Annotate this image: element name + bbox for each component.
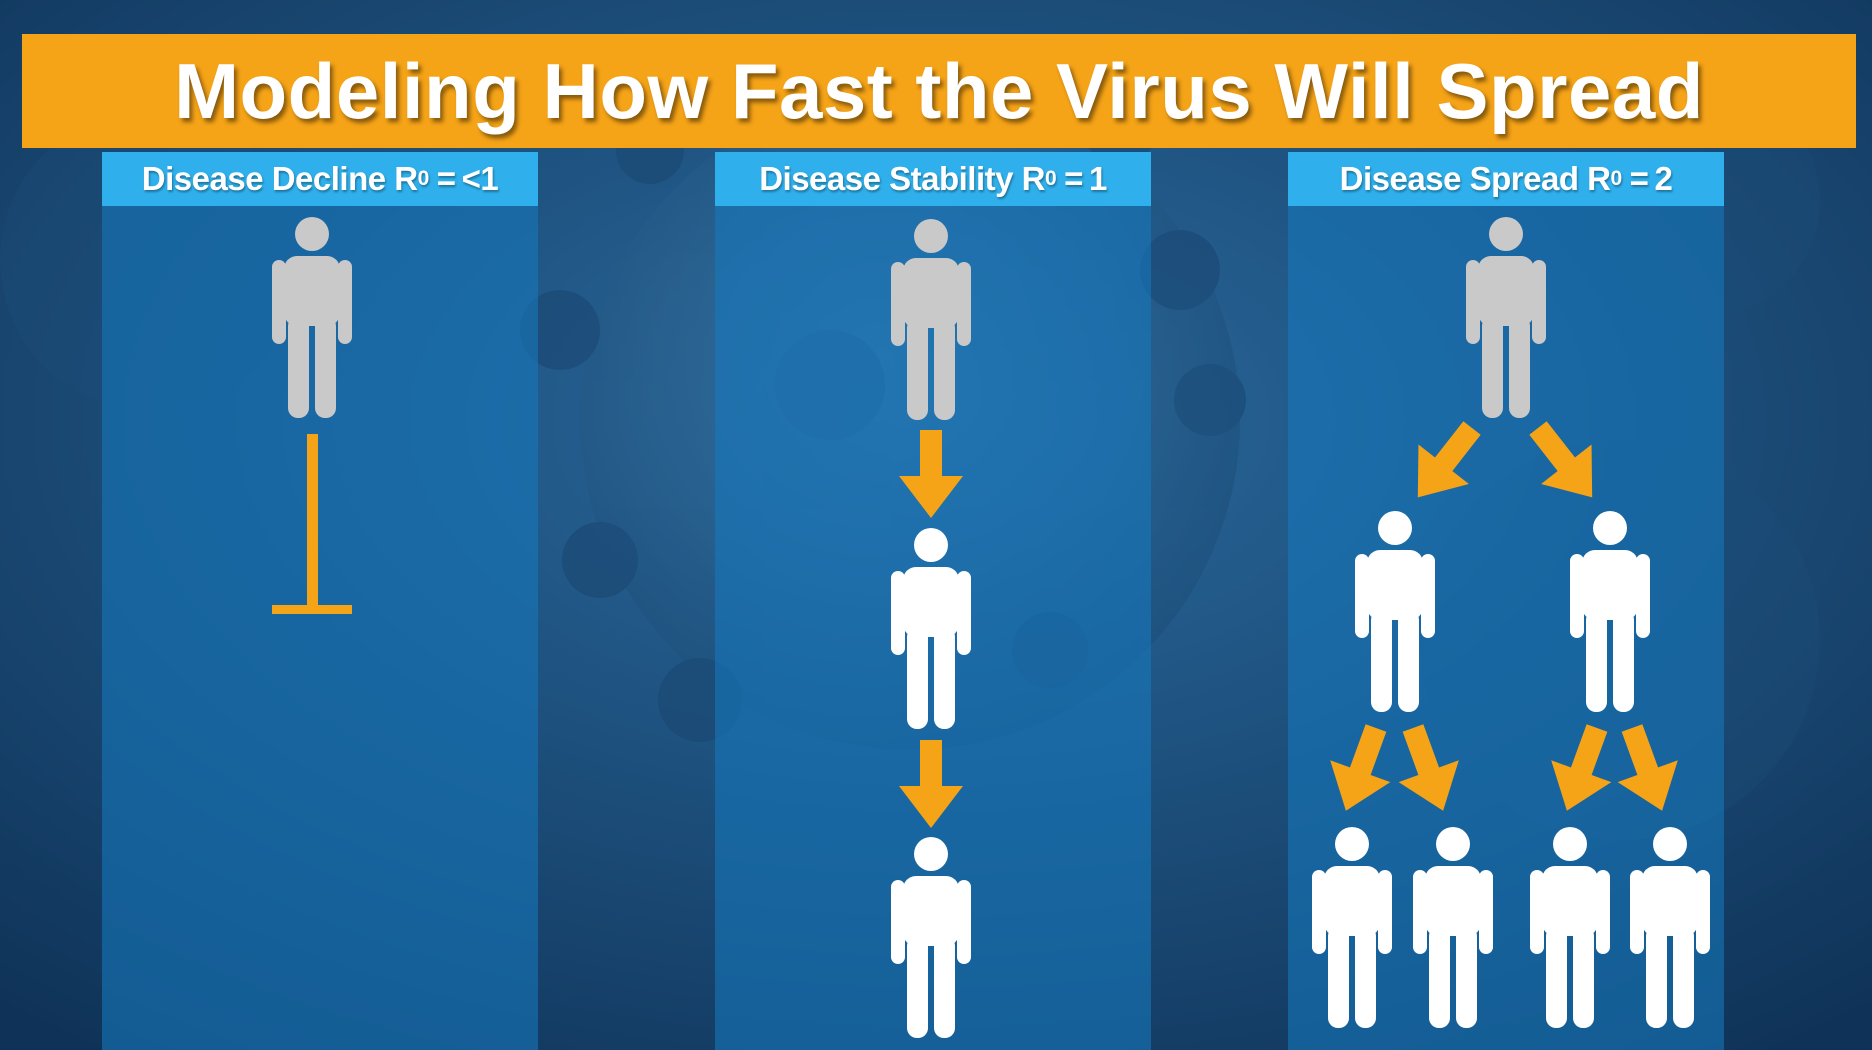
arrow-down-icon [899,430,963,518]
person-icon [1413,827,1493,1028]
person-icon [1466,217,1546,418]
page-title: Modeling How Fast the Virus Will Spread [174,46,1704,135]
r-subscript: 0 [417,167,430,190]
arrow-down-icon [1382,717,1474,822]
person-icon [1570,511,1650,712]
arrow-down-icon [1512,408,1618,518]
r-subscript: 0 [1610,167,1622,190]
arrow-down-icon [1392,408,1498,518]
equals-sign: = [436,160,456,197]
person-icon [1312,827,1392,1028]
r-value: 1 [1088,160,1107,197]
r-subscript: 0 [1044,167,1057,190]
arrow-down-icon [899,740,963,828]
person-icon [272,217,352,418]
arrow-down-icon [1315,717,1407,822]
person-icon [1530,827,1610,1028]
person-icon [891,528,971,729]
arrow-down-icon [1536,717,1628,822]
r-value: 2 [1654,160,1673,197]
arrow-down-icon [1601,717,1693,822]
equals-sign: = [1629,160,1649,197]
person-icon [891,837,971,1038]
person-icon [891,219,971,420]
person-icon [1630,827,1710,1028]
panel-label: Disease Stability R [759,160,1045,197]
panel-label: Disease Decline R [141,160,418,197]
person-icon [1355,511,1435,712]
stop-bar-icon [272,434,352,614]
r-value: <1 [461,160,499,197]
panel-label: Disease Spread R [1339,160,1611,197]
equals-sign: = [1064,160,1083,197]
title-banner: Modeling How Fast the Virus Will Spread [22,34,1856,148]
